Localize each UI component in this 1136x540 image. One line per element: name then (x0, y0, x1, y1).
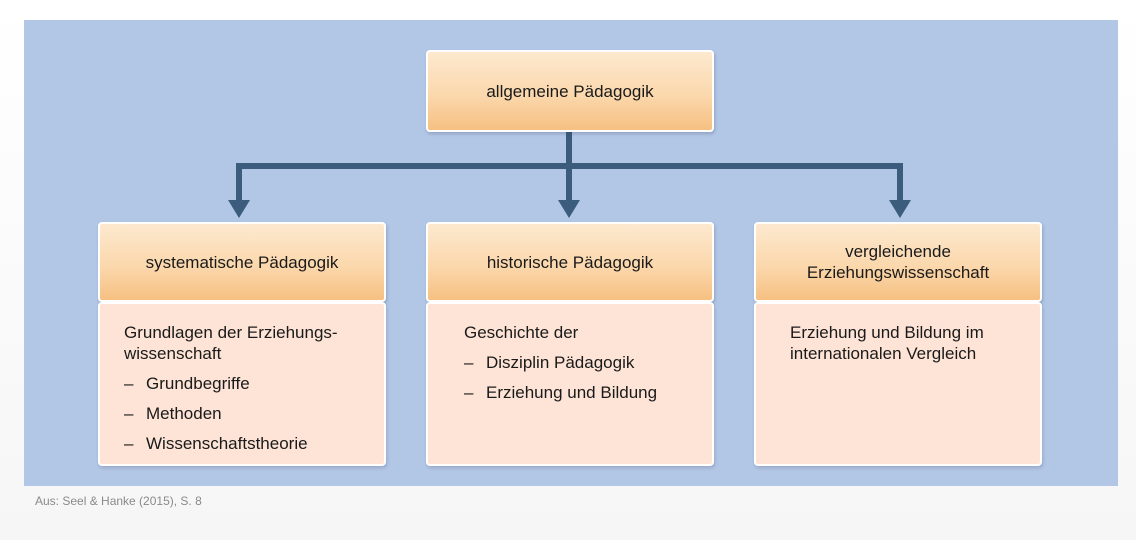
list-item: –Disziplin Pädagogik (464, 353, 635, 372)
list-item: –Methoden (124, 404, 222, 423)
branch-1-intro: Grundlagen der Erziehungs- wissenschaft (124, 323, 338, 363)
branch-1-body: Grundlagen der Erziehungs- wissenschaft … (98, 302, 386, 466)
branch-3-body: Erziehung und Bildung im internationalen… (754, 302, 1042, 466)
branch-2-list: –Disziplin Pädagogik –Erziehung und Bild… (464, 352, 702, 403)
branch-1-header: systematische Pädagogik (98, 222, 386, 302)
branch-2-intro: Geschichte der (464, 323, 579, 342)
branch-3-title: vergleichende Erziehungswissenschaft (806, 242, 990, 282)
branch-3-header: vergleichende Erziehungswissenschaft (754, 222, 1042, 302)
list-item: –Grundbegriffe (124, 374, 250, 393)
branch-2-body: Geschichte der –Disziplin Pädagogik –Erz… (426, 302, 714, 466)
list-item: –Wissenschaftstheorie (124, 434, 308, 453)
list-item: –Erziehung und Bildung (464, 383, 658, 402)
branch-3-intro: Erziehung und Bildung im internationalen… (790, 323, 984, 363)
root-node: allgemeine Pädagogik (426, 50, 714, 132)
branch-2-title: historische Pädagogik (486, 252, 654, 272)
branch-2-header: historische Pädagogik (426, 222, 714, 302)
arrowhead-3 (889, 200, 911, 218)
arrowhead-2 (558, 200, 580, 218)
root-node-label: allgemeine Pädagogik (486, 81, 654, 101)
arrowhead-1 (228, 200, 250, 218)
source-citation: Aus: Seel & Hanke (2015), S. 8 (35, 494, 202, 508)
connector-lines (228, 130, 911, 218)
hierarchy-diagram: allgemeine Pädagogik systematische Pädag… (24, 20, 1118, 486)
branch-1-list: –Grundbegriffe –Methoden –Wissenschaftst… (124, 373, 374, 454)
branch-1-title: systematische Pädagogik (145, 252, 339, 272)
